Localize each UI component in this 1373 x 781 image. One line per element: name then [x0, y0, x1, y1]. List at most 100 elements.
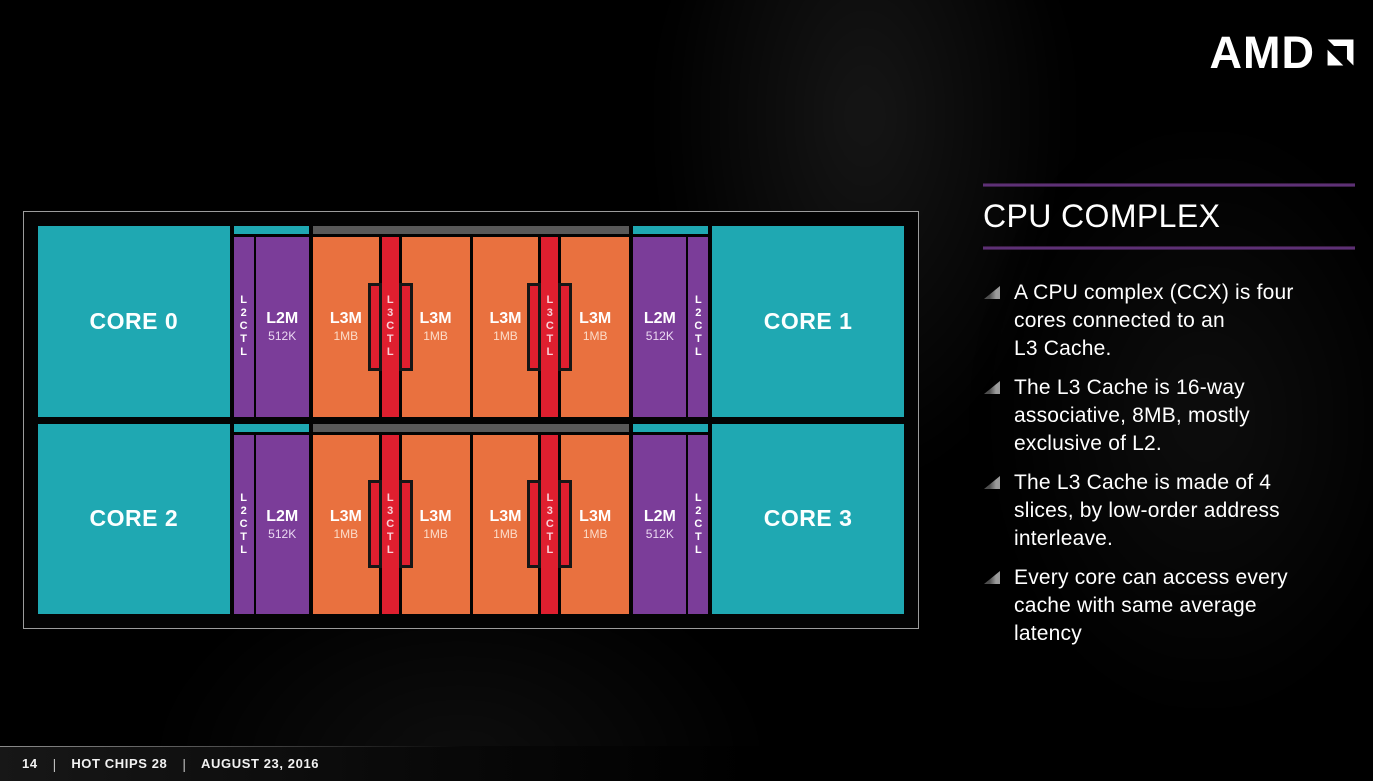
l2m-label: L2M: [266, 507, 299, 525]
bullet-list: A CPU complex (CCX) is four cores connec…: [983, 279, 1355, 648]
l3m-block: L3M 1MB: [561, 237, 630, 417]
core-label: CORE 0: [89, 307, 179, 334]
l3ctl-label: L3CTL: [386, 491, 395, 556]
amd-logo-text: AMD: [1209, 27, 1315, 78]
slide-footer: 14 | HOT CHIPS 28 | AUGUST 23, 2016: [0, 746, 1373, 781]
l2ctl-label: L2CTL: [694, 294, 703, 359]
bullet-text: A CPU complex (CCX) is four cores connec…: [1014, 281, 1294, 360]
l2-blocks: L2CTL L2M 512K: [233, 434, 309, 614]
title-rule-bottom: [983, 246, 1355, 250]
l3m-size-label: 1MB: [333, 329, 359, 344]
l2-right-group: L2M 512K L2CTL: [633, 226, 709, 417]
bullet-text: The L3 Cache is made of 4 slices, by low…: [1014, 471, 1280, 550]
amd-logo: AMD: [1210, 30, 1359, 75]
l3m-label: L3M: [329, 507, 362, 525]
l2m-block: L2M 512K: [633, 434, 687, 614]
l3ctl-label: L3CTL: [545, 491, 554, 556]
l2-cap-bar: [233, 423, 309, 432]
l2-left-group: L2CTL L2M 512K: [233, 423, 309, 614]
l2ctl-label: L2CTL: [694, 491, 703, 556]
l3m-label: L3M: [419, 310, 452, 328]
triangle-bullet-icon: [984, 381, 1000, 394]
l3m-size-label: 1MB: [333, 526, 359, 541]
bullet-item: The L3 Cache is made of 4 slices, by low…: [983, 469, 1355, 553]
l2m-size-label: 512K: [645, 329, 674, 344]
l3m-size-label: 1MB: [493, 526, 518, 541]
l2-blocks: L2M 512K L2CTL: [633, 434, 709, 614]
l2-blocks: L2CTL L2M 512K: [233, 237, 309, 417]
l2m-label: L2M: [643, 310, 676, 328]
l3ctl-block: L3CTL: [541, 237, 559, 417]
l3m-label: L3M: [329, 310, 362, 328]
core-3-block: CORE 3: [712, 423, 904, 614]
ccx-grid: CORE 0 L2CTL L2M 512K: [38, 226, 904, 614]
l3m-label: L3M: [489, 507, 522, 525]
l3ctl-block: L3CTL: [381, 434, 399, 614]
footer-separator: |: [52, 755, 57, 772]
triangle-bullet-icon: [984, 476, 1000, 489]
event-name: HOT CHIPS 28: [71, 756, 168, 771]
l3m-size-label: 1MB: [582, 329, 608, 344]
l3m-size-label: 1MB: [423, 526, 448, 541]
l3-blocks: L3M 1MB L3CTL L3M 1MB L3M 1MB: [312, 434, 630, 614]
triangle-bullet-icon: [984, 286, 1000, 299]
l2-right-group: L2M 512K L2CTL: [633, 423, 709, 614]
core-1-block: CORE 1: [712, 226, 904, 417]
l2-left-group: L2CTL L2M 512K: [233, 226, 309, 417]
l3m-label: L3M: [419, 507, 452, 525]
l2-blocks: L2M 512K L2CTL: [633, 237, 709, 417]
cpu-complex-panel: CPU COMPLEX A CPU complex (CCX) is four …: [983, 183, 1355, 659]
core-label: CORE 1: [763, 307, 853, 334]
l3m-block: L3M 1MB: [561, 434, 630, 614]
l3-cap-bar: [312, 226, 630, 234]
bullet-text: Every core can access every cache with s…: [1014, 566, 1288, 645]
ccx-row-top: CORE 0 L2CTL L2M 512K: [38, 226, 904, 417]
l2ctl-label: L2CTL: [239, 294, 248, 359]
l3m-label: L3M: [579, 310, 612, 328]
l2-cap-bar: [233, 226, 309, 234]
l2m-block: L2M 512K: [255, 434, 309, 614]
core-0-block: CORE 0: [38, 226, 230, 417]
bullet-item: Every core can access every cache with s…: [983, 564, 1355, 648]
l3-group: L3M 1MB L3CTL L3M 1MB L3M 1MB: [312, 226, 630, 417]
l2ctl-block: L2CTL: [688, 237, 709, 417]
l2-cap-bar: [633, 423, 709, 432]
event-date: AUGUST 23, 2016: [201, 756, 320, 771]
l3ctl-block: L3CTL: [541, 434, 559, 614]
l2ctl-block: L2CTL: [233, 434, 254, 614]
l3ctl-block: L3CTL: [381, 237, 399, 417]
l3m-size-label: 1MB: [582, 526, 608, 541]
l3ctl-label: L3CTL: [386, 294, 395, 359]
l3-group: L3M 1MB L3CTL L3M 1MB L3M 1MB: [312, 423, 630, 614]
amd-arrow-icon: [1322, 34, 1359, 71]
page-number: 14: [22, 756, 38, 771]
ccx-row-bottom: CORE 2 L2CTL L2M 512K: [38, 423, 904, 614]
bullet-item: The L3 Cache is 16-way associative, 8MB,…: [983, 374, 1355, 458]
l3ctl-label: L3CTL: [545, 294, 554, 359]
bullet-text: The L3 Cache is 16-way associative, 8MB,…: [1014, 376, 1250, 455]
l2m-label: L2M: [643, 507, 676, 525]
l2m-label: L2M: [266, 310, 299, 328]
l2ctl-block: L2CTL: [688, 434, 709, 614]
l2m-size-label: 512K: [268, 329, 297, 344]
l2m-size-label: 512K: [268, 526, 297, 541]
l2m-size-label: 512K: [645, 526, 674, 541]
l3m-block: L3M 1MB: [401, 434, 470, 614]
l3m-label: L3M: [579, 507, 612, 525]
bullet-item: A CPU complex (CCX) is four cores connec…: [983, 279, 1355, 363]
l3m-size-label: 1MB: [423, 329, 448, 344]
footer-separator: |: [182, 755, 187, 772]
l2-cap-bar: [633, 226, 709, 234]
l3-blocks: L3M 1MB L3CTL L3M 1MB L3M 1MB: [312, 237, 630, 417]
title-rule-top: [983, 183, 1355, 187]
core-label: CORE 2: [89, 505, 179, 532]
l3m-block: L3M 1MB: [401, 237, 470, 417]
core-label: CORE 3: [763, 505, 853, 532]
ccx-diagram: CORE 0 L2CTL L2M 512K: [23, 211, 919, 629]
l3-cap-bar: [312, 423, 630, 432]
l2m-block: L2M 512K: [633, 237, 687, 417]
l3m-label: L3M: [489, 310, 522, 328]
l2m-block: L2M 512K: [255, 237, 309, 417]
l2ctl-label: L2CTL: [239, 491, 248, 556]
